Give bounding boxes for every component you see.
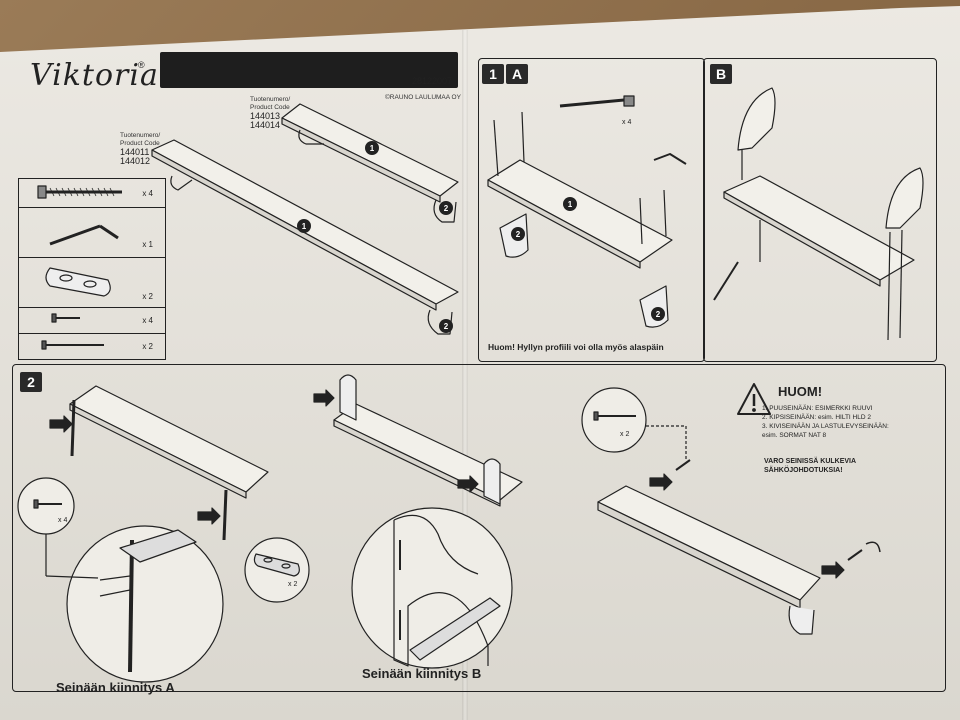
- short-screw-icon: [51, 313, 80, 323]
- step-2-shelf-A: [49, 385, 269, 541]
- part-row-long-screw: x 2: [19, 333, 165, 360]
- detail-circle-B: [351, 507, 513, 669]
- part-qty: x 2: [142, 342, 153, 351]
- callout-2: [439, 319, 453, 333]
- warning-item: 1. PUUSEINÄÄN: ESIMERKKI RUUVI: [762, 405, 873, 412]
- part-row-hex-key: x 1: [19, 207, 165, 258]
- screw-qty-label: x 4: [58, 517, 67, 524]
- shelf-short-illustration: [281, 103, 459, 223]
- detail-wall-screw-contents: [593, 411, 687, 460]
- hex-key-icon: [49, 224, 119, 246]
- product-code-value2: 144012: [120, 156, 151, 166]
- product-code-value1: 144013: [250, 111, 281, 121]
- long-bolt-icon: [37, 185, 122, 199]
- paper-fold-line: [462, 30, 468, 720]
- brand-logo: Viktoria: [30, 58, 159, 93]
- panel-step-2: [12, 364, 946, 692]
- warning-footer: VARO SEINISSÄ KULKEVIA SÄHKÖJOHDOTUKSIA!: [764, 457, 856, 475]
- caption-mount-A: Seinään kiinnitys A: [56, 680, 175, 695]
- copyright: ©RAUNO LAULUMAA OY: [385, 94, 461, 101]
- product-code-short: Tuotenumero/ Product Code 144013 144014: [250, 96, 290, 130]
- warning-triangle-icon: [737, 383, 771, 415]
- product-code-label2: Product Code: [250, 104, 290, 111]
- part-qty: x 4: [142, 316, 153, 325]
- callout-1: [563, 197, 577, 211]
- callout-2: [439, 201, 453, 215]
- product-code-long: Tuotenumero/ Product Code 144011 144012: [120, 132, 160, 166]
- step-badge-1: 1: [482, 64, 504, 84]
- warning-list: 1. PUUSEINÄÄN: ESIMERKKI RUUVI 2. KIPSIS…: [762, 404, 889, 440]
- warning-footer-line: SÄHKÖJOHDOTUKSIA!: [764, 467, 843, 474]
- bolt-qty-label: x 4: [622, 119, 631, 126]
- product-code-label2: Product Code: [120, 140, 160, 147]
- detail-circle-screw: [17, 477, 75, 535]
- header-bar: [160, 52, 458, 88]
- detail-bracket-contents: [253, 553, 300, 577]
- part-row-bracket: x 2: [19, 257, 165, 308]
- bracket-qty-label: x 2: [288, 581, 297, 588]
- part-qty: x 4: [142, 189, 153, 198]
- step-1A-illustration: [487, 95, 687, 328]
- callout-1: [297, 219, 311, 233]
- long-screw-icon: [41, 340, 104, 350]
- step-2-shelf-mounted: [597, 459, 881, 635]
- callout-label: 2: [444, 322, 449, 331]
- product-code-value2: 144014: [250, 120, 281, 130]
- callout-label: 1: [370, 144, 375, 153]
- panel-step-1A: [478, 58, 705, 362]
- callout-label: 1: [302, 222, 307, 231]
- callout-2: [651, 307, 665, 321]
- step-2-shelf-B: [313, 374, 523, 507]
- part-row-short-screw: x 4: [19, 307, 165, 334]
- callout-2: [511, 227, 525, 241]
- callout-1: [365, 141, 379, 155]
- callout-label: 2: [656, 310, 661, 319]
- callout-label: 2: [444, 204, 449, 213]
- callout-label: 2: [516, 230, 521, 239]
- wall-screw-qty-label: x 2: [620, 431, 629, 438]
- warning-item: esim. SORMAT NAT 8: [762, 432, 827, 439]
- step-B-illustration: [713, 87, 924, 341]
- warning-item: 3. KIVISEINÄÄN JA LASTULEVYSEINÄÄN:: [762, 423, 889, 430]
- product-code-label1: Tuotenumero/: [250, 96, 291, 103]
- step-badge-B: B: [710, 64, 732, 84]
- parts-list: x 4 x 1 x 2 x 4 x 2: [18, 178, 166, 360]
- product-code-value1: 144011: [120, 147, 150, 157]
- warning-item: 2. KIPSISEINÄÄN: esim. HILTI HLD 2: [762, 414, 871, 421]
- part-qty: x 1: [142, 240, 153, 249]
- part-row-bolt: x 4: [19, 179, 165, 207]
- product-code-label1: Tuotenumero/: [120, 132, 161, 139]
- warning-title: HUOM!: [778, 384, 823, 399]
- callout-label: 1: [568, 200, 573, 209]
- step-badge-2: 2: [20, 372, 42, 392]
- detail-circle-A: [66, 525, 224, 683]
- step-badge-A: A: [506, 64, 528, 84]
- detail-B-contents: [393, 514, 501, 667]
- panel-step-B: [703, 58, 937, 362]
- part-qty: x 2: [142, 292, 153, 301]
- detail-circle-wall-screw: [581, 387, 647, 453]
- caption-mount-B: Seinään kiinnitys B: [362, 666, 482, 681]
- warning-footer-line: VARO SEINISSÄ KULKEVIA: [764, 458, 857, 465]
- wall-bracket-icon: [45, 267, 111, 297]
- detail-screw-contents: [33, 499, 62, 509]
- step-1A-note: Huom! Hyllyn profiili voi olla myös alas…: [488, 342, 664, 352]
- detail-A-contents: [45, 529, 197, 673]
- registered-mark: ®: [138, 60, 145, 70]
- document-code: 28122007: [412, 76, 453, 86]
